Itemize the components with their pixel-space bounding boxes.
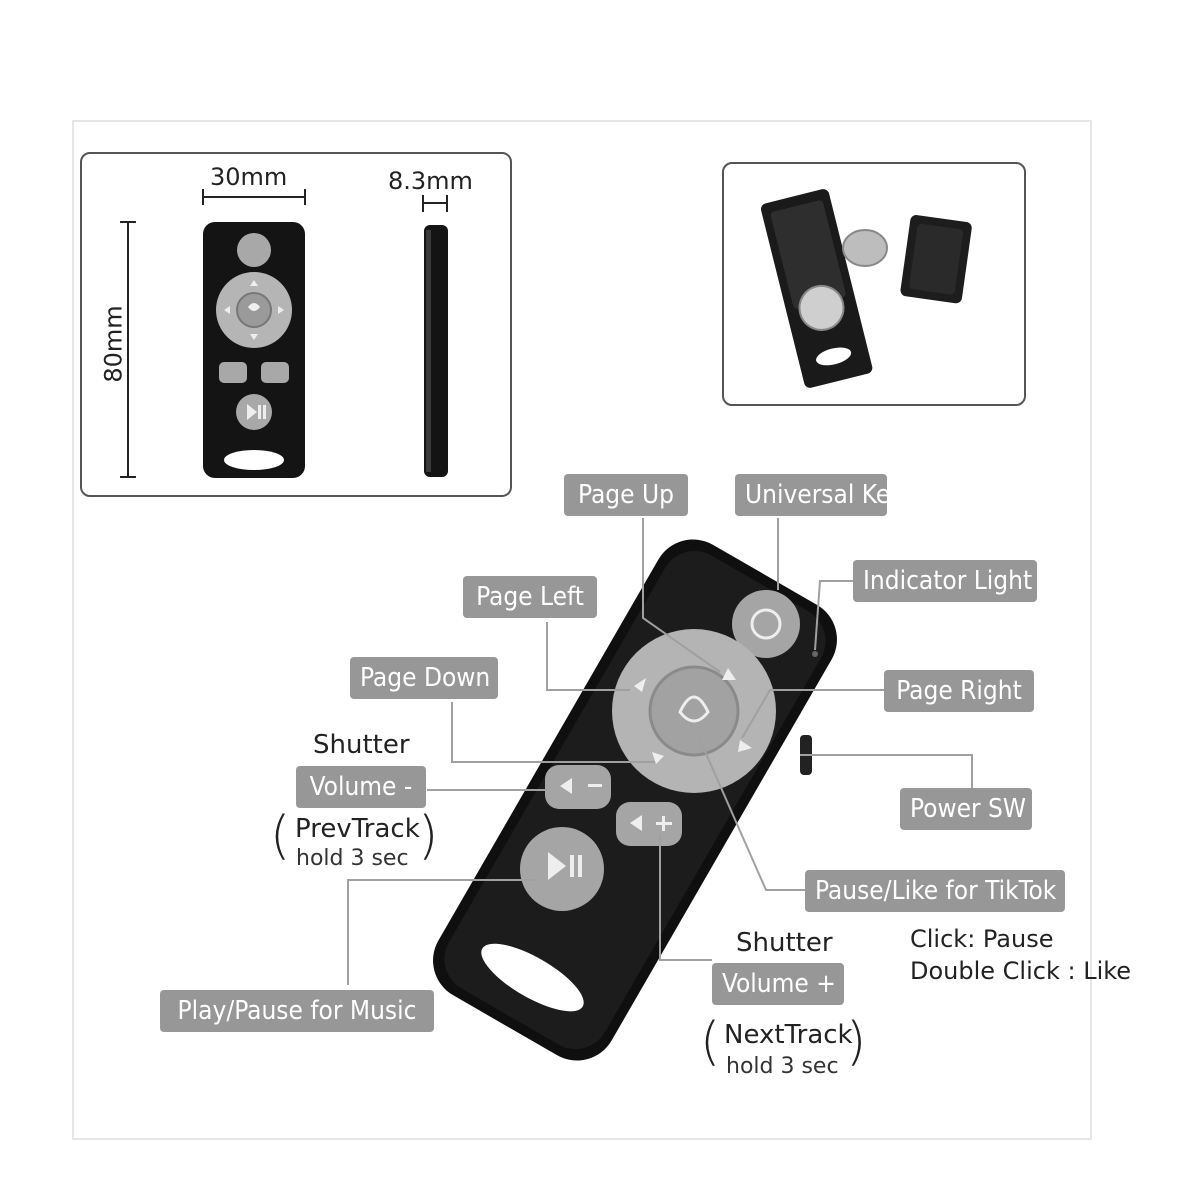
label-page-up: Page Up: [564, 474, 688, 516]
battery-cell: [842, 229, 888, 267]
width-dimension-label: 30mm: [210, 163, 288, 191]
outer-frame: [72, 120, 1092, 1140]
remote-side-view: [424, 225, 448, 477]
width-dimension-line: [202, 189, 306, 205]
label-volume-minus: Volume -: [296, 766, 426, 808]
label-pause-like: Pause/Like for TikTok: [805, 870, 1065, 912]
lanyard-hole: [481, 943, 584, 1012]
note-click-pause: Click: Pause: [910, 925, 1054, 953]
label-page-right: Page Right: [884, 670, 1034, 712]
label-page-left: Page Left: [463, 576, 597, 618]
thickness-dimension-label: 8.3mm: [388, 167, 473, 195]
volume-plus-button: [616, 802, 682, 846]
thickness-dimension-line: [422, 195, 448, 212]
arrow-left: [634, 678, 646, 692]
label-power-sw: Power SW: [900, 788, 1032, 830]
indicator-light-dot: [812, 651, 818, 657]
arrow-right: [738, 740, 752, 752]
note-next-hold: hold 3 sec: [726, 1054, 839, 1079]
note-shutter-right: Shutter: [736, 928, 833, 958]
note-next-track: NextTrack: [724, 1020, 853, 1050]
leader-lines: [347, 518, 973, 985]
pause-like-button: [648, 665, 740, 757]
label-play-pause-music: Play/Pause for Music: [160, 990, 434, 1032]
universal-key-small: [237, 233, 271, 267]
next-track-bracket: (: [700, 1012, 721, 1072]
remote-front-view: [203, 222, 305, 478]
label-indicator-light: Indicator Light: [853, 560, 1037, 602]
label-universal-key: Universal Key: [735, 474, 904, 516]
arrow-up: [722, 668, 736, 680]
prev-track-bracket: (: [270, 806, 291, 866]
note-shutter-left: Shutter: [313, 730, 410, 760]
vol-plus-small: [261, 362, 289, 383]
vol-minus-small: [219, 362, 247, 383]
label-volume-plus: Volume +: [712, 963, 844, 1005]
universal-key-button: [732, 590, 800, 658]
lanyard-hole-small: [224, 450, 284, 470]
note-prev-track: PrevTrack: [295, 814, 420, 844]
next-track-bracket-close: ): [846, 1012, 867, 1072]
label-page-down: Page Down: [350, 657, 498, 699]
prev-track-bracket-close: ): [418, 806, 439, 866]
volume-minus-button: [545, 765, 611, 809]
note-double-click-like: Double Click : Like: [910, 957, 1132, 985]
note-prev-hold: hold 3 sec: [296, 846, 409, 871]
height-dimension-line: [120, 221, 136, 478]
battery-coin: [798, 284, 845, 331]
